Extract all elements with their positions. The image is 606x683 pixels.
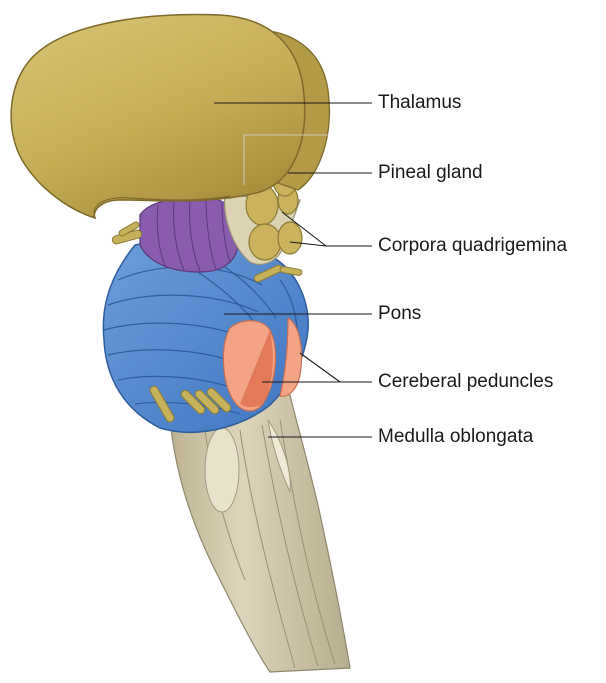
label-cerebral-peduncles: Cereberal peduncles (378, 372, 553, 391)
label-medulla-oblongata: Medulla oblongata (378, 427, 533, 446)
label-pons: Pons (378, 304, 421, 323)
label-corpora-quadrigemina: Corpora quadrigemina (378, 236, 567, 255)
midbrain-shape (140, 198, 238, 272)
label-thalamus: Thalamus (378, 93, 461, 112)
label-pineal-gland: Pineal gland (378, 163, 483, 182)
leader-cerebral-peduncles-2 (300, 353, 340, 382)
